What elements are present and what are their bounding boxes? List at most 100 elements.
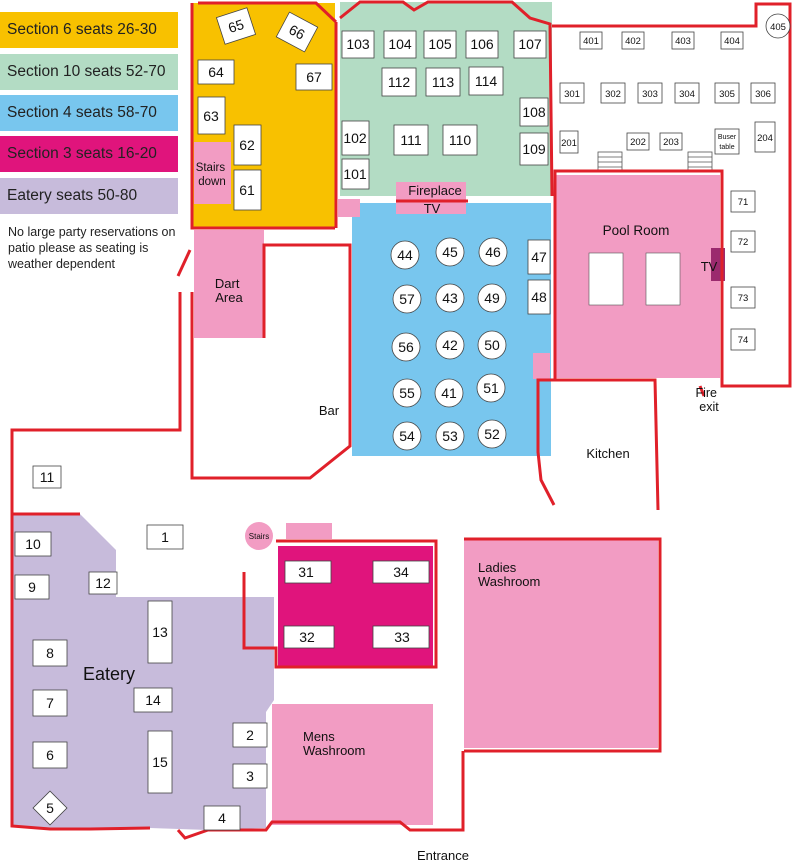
table-304[interactable]: 304 <box>674 82 700 104</box>
table-202[interactable]: 202 <box>626 132 650 151</box>
table-57[interactable]: 57 <box>392 284 422 314</box>
table-203[interactable]: 203 <box>659 132 683 151</box>
table-10[interactable]: 10 <box>14 531 52 557</box>
table-48[interactable]: 48 <box>527 279 551 315</box>
table-305[interactable]: 305 <box>714 82 740 104</box>
table-104[interactable]: 104 <box>383 30 417 59</box>
svg-text:44: 44 <box>397 247 413 263</box>
table-65[interactable]: 65 <box>215 7 257 45</box>
svg-text:403: 403 <box>675 36 691 47</box>
table-101[interactable]: 101 <box>341 158 370 190</box>
table-67[interactable]: 67 <box>295 63 333 91</box>
table-105[interactable]: 105 <box>423 30 457 59</box>
ladies-washroom-area <box>464 539 658 748</box>
table-7[interactable]: 7 <box>32 689 68 717</box>
table-301[interactable]: 301 <box>559 82 585 104</box>
table-103[interactable]: 103 <box>341 30 375 59</box>
table-33[interactable]: 33 <box>372 625 430 649</box>
mens-washroom-area <box>272 704 433 825</box>
table-41[interactable]: 41 <box>434 378 464 408</box>
table-113[interactable]: 113 <box>425 67 461 97</box>
svg-text:52: 52 <box>484 426 500 442</box>
svg-text:31: 31 <box>298 564 314 580</box>
table-112[interactable]: 112 <box>381 67 417 97</box>
table-47[interactable]: 47 <box>527 239 551 275</box>
table-64[interactable]: 64 <box>197 59 235 85</box>
table-107[interactable]: 107 <box>513 30 547 59</box>
table-403[interactable]: 403 <box>671 31 695 50</box>
table-74[interactable]: 74 <box>730 328 756 351</box>
svg-text:74: 74 <box>738 335 749 346</box>
table-46[interactable]: 46 <box>478 237 508 267</box>
table-110[interactable]: 110 <box>442 124 478 156</box>
table-2[interactable]: 2 <box>232 722 268 748</box>
table-306[interactable]: 306 <box>750 82 776 104</box>
table-34[interactable]: 34 <box>372 560 430 584</box>
table-106[interactable]: 106 <box>465 30 499 59</box>
svg-text:43: 43 <box>442 290 458 306</box>
table-404[interactable]: 404 <box>720 31 744 50</box>
table-55[interactable]: 55 <box>392 378 422 408</box>
table-6[interactable]: 6 <box>32 741 68 769</box>
table-14[interactable]: 14 <box>133 687 173 713</box>
table-4[interactable]: 4 <box>203 805 241 831</box>
table-201[interactable]: 201 <box>559 130 579 154</box>
table-56[interactable]: 56 <box>391 332 421 362</box>
table-42[interactable]: 42 <box>435 330 465 360</box>
table-53[interactable]: 53 <box>435 421 465 451</box>
table-52[interactable]: 52 <box>477 419 507 449</box>
table-1[interactable]: 1 <box>146 524 184 550</box>
table-15[interactable]: 15 <box>147 730 173 794</box>
table-62[interactable]: 62 <box>233 124 262 166</box>
table-50[interactable]: 50 <box>477 330 507 360</box>
kitchen-label: Kitchen <box>586 446 629 461</box>
table-63[interactable]: 63 <box>197 96 226 135</box>
table-5[interactable]: 5 <box>32 790 68 826</box>
svg-text:51: 51 <box>483 380 499 396</box>
table-13[interactable]: 13 <box>147 600 173 664</box>
table-3[interactable]: 3 <box>232 763 268 789</box>
svg-text:47: 47 <box>531 249 547 265</box>
table-402[interactable]: 402 <box>621 31 645 50</box>
table-72[interactable]: 72 <box>730 230 756 253</box>
table-45[interactable]: 45 <box>435 237 465 267</box>
table-44[interactable]: 44 <box>390 240 420 270</box>
table-109[interactable]: 109 <box>519 132 549 166</box>
table-302[interactable]: 302 <box>600 82 626 104</box>
svg-text:5: 5 <box>46 800 54 816</box>
table-32[interactable]: 32 <box>283 625 335 649</box>
table-204[interactable]: 204 <box>754 121 776 153</box>
svg-text:301: 301 <box>564 89 580 100</box>
stairs-down-label: Stairs down <box>196 162 229 188</box>
table-9[interactable]: 9 <box>14 574 50 600</box>
table-102[interactable]: 102 <box>341 120 370 156</box>
table-108[interactable]: 108 <box>519 97 549 127</box>
table-49[interactable]: 49 <box>477 283 507 313</box>
table-54[interactable]: 54 <box>392 421 422 451</box>
table-61[interactable]: 61 <box>233 169 262 211</box>
table-8[interactable]: 8 <box>32 639 68 667</box>
table-12[interactable]: 12 <box>88 571 118 595</box>
table-31[interactable]: 31 <box>284 560 332 584</box>
table-43[interactable]: 43 <box>435 283 465 313</box>
tables-layer: 65 66 64 67 63 62 61 103 104 105 10 <box>14 7 791 831</box>
table-303[interactable]: 303 <box>637 82 663 104</box>
svg-text:Buser: Buser <box>718 134 737 141</box>
svg-text:table: table <box>719 144 734 151</box>
table-11[interactable]: 11 <box>32 465 62 489</box>
table-114[interactable]: 114 <box>468 66 504 96</box>
bar-label: Bar <box>319 403 340 418</box>
svg-text:49: 49 <box>484 290 500 306</box>
table-405[interactable]: 405 <box>765 13 791 39</box>
table-66[interactable]: 66 <box>275 11 319 53</box>
table-401[interactable]: 401 <box>579 31 603 50</box>
svg-text:62: 62 <box>239 137 255 153</box>
table-111[interactable]: 111 <box>393 124 429 156</box>
svg-text:45: 45 <box>442 244 458 260</box>
table-73[interactable]: 73 <box>730 286 756 309</box>
table-71[interactable]: 71 <box>730 190 756 213</box>
svg-text:3: 3 <box>246 768 254 784</box>
table-51[interactable]: 51 <box>476 373 506 403</box>
legend-section-10: Section 10 seats 52-70 <box>0 54 178 90</box>
dart-area <box>194 230 264 338</box>
